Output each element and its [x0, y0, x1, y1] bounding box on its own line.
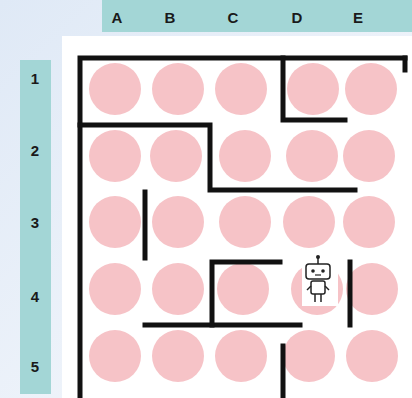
- row-label: 1: [31, 71, 39, 86]
- robot-icon: [302, 254, 338, 306]
- row-label: 4: [31, 289, 39, 304]
- column-header-bar: [102, 0, 412, 32]
- maze-walls: [80, 58, 405, 398]
- row-label: 5: [31, 359, 39, 374]
- column-label: C: [228, 10, 239, 25]
- row-label: 3: [31, 215, 39, 230]
- row-header-bar: [20, 60, 51, 394]
- column-label: D: [292, 10, 303, 25]
- row-label: 2: [31, 143, 39, 158]
- column-label: B: [165, 10, 176, 25]
- column-label: A: [112, 10, 123, 25]
- column-label: E: [353, 10, 363, 25]
- maze-cells: [89, 63, 398, 382]
- maze-panel: [62, 36, 412, 398]
